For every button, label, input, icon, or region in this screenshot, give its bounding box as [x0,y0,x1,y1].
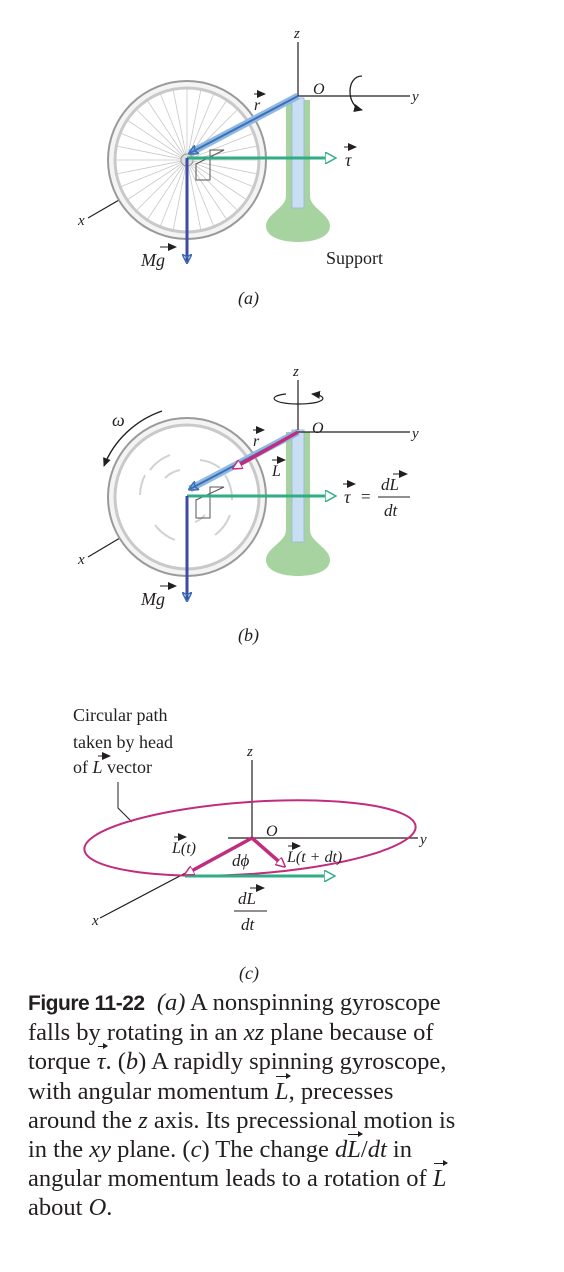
precession-arrow-icon-b [273,390,324,405]
panel-b: z y x O ω r L τ = dL [77,364,419,646]
tau-label-a: τ [345,150,352,170]
origin-label-b: O [312,420,324,437]
caption-line-3: torque τ. (b) A rapidly spinning gyrosco… [28,1043,447,1076]
z-axis-label-c: z [246,744,253,760]
origin-label-c: O [266,823,278,840]
r-vector-a [190,95,299,153]
x-axis-label-c: x [91,913,99,929]
L-t-vector-c [186,836,253,874]
tau-label-b: τ [344,487,351,507]
y-axis-label-b: y [410,426,419,442]
weight-label-a: Mg [140,250,165,270]
z-axis-label-a: z [293,26,300,42]
rotation-arrow-icon-a [349,75,363,112]
caption-line-6: in the xy plane. (c) The change dL/dt in [28,1130,412,1164]
y-axis-label-c: y [418,832,427,848]
panel-b-label: (b) [238,625,259,646]
circular-path-ellipse [83,799,417,877]
x-axis-label-a: x [77,213,85,229]
caption-line-4: with angular momentum L, precesses [28,1072,394,1105]
caption-line-1: Figure 11-22 (a) A nonspinning gyroscope [28,989,441,1016]
dL-numerator-b: dL [381,475,399,494]
caption-line-8: about O. [28,1194,113,1222]
L-vector-b [234,430,299,468]
panel-c-label: (c) [239,963,259,984]
x-axis-label-b: x [77,552,85,568]
Lt-label-c: L(t) [171,840,196,857]
path-note-line2: taken by head [73,732,173,752]
dL-numerator-c: dL [238,889,256,908]
z-axis-label-b: z [292,364,299,380]
note-leader-line [117,782,133,823]
caption-line-7: angular momentum leads to a rotation of … [28,1160,449,1193]
spin-arrow-icon-b [103,410,163,467]
support-label: Support [326,248,383,268]
gyroscope-figure: z y x O [73,26,427,984]
caption-line-5: around the z axis. Its precessional moti… [28,1106,456,1134]
L-label-b: L [271,463,281,480]
support-stand-a [266,97,330,242]
Ltdt-label-c: L(t + dt) [286,849,342,866]
figure-caption: Figure 11-22 (a) A nonspinning gyroscope… [28,988,548,1223]
support-stand-b [266,429,330,576]
panel-a: z y x O [77,26,419,309]
path-note-line1: Circular path [73,705,167,725]
path-note-line3: of L vector [73,757,152,777]
dt-denominator-c: dt [241,915,256,934]
caption-line-2: falls by rotating in an xz plane because… [28,1019,434,1047]
origin-label-a: O [313,81,325,98]
y-axis-label-a: y [410,89,419,105]
r-label-b: r [253,433,260,450]
figure-number: Figure 11-22 [28,992,145,1015]
panel-a-label: (a) [238,288,259,309]
r-label-a: r [254,97,261,114]
weight-label-b: Mg [140,589,165,609]
dphi-label-c: dϕ [232,851,250,870]
equals-label-b: = [361,487,371,506]
dt-denominator-b: dt [384,501,399,520]
omega-label-b: ω [112,410,125,430]
panel-c: Circular path taken by head of L vector … [73,705,427,984]
L-t-dt-vector-c [250,836,284,866]
